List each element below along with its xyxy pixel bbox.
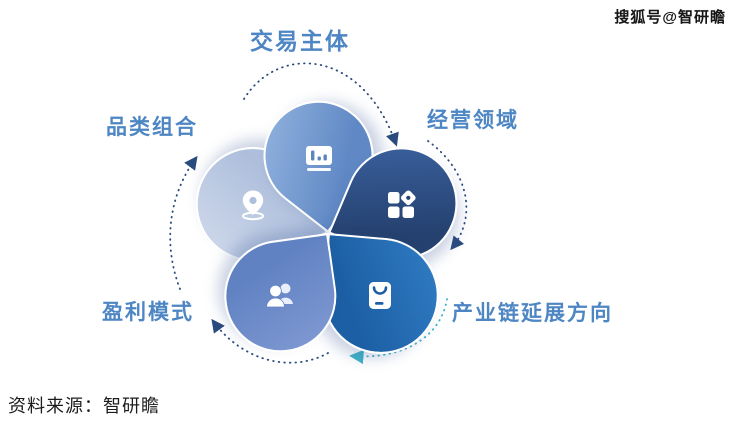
sohu-watermark: 搜狐号@智研瞻 (614, 9, 726, 26)
label-business-field: 经营领域 (427, 109, 519, 132)
users-icon (266, 283, 293, 308)
presentation-chart-icon (306, 146, 332, 171)
label-profit-model: 盈利模式 (102, 301, 194, 324)
label-category-mix: 品类组合 (106, 116, 198, 139)
category-grid-icon (388, 190, 416, 218)
label-transaction-subject: 交易主体 (250, 28, 350, 54)
shopping-bag-icon (369, 282, 391, 309)
arc-arrow-left (169, 155, 198, 290)
source-note: 资料来源：智研瞻 (8, 396, 160, 416)
location-pin-icon (242, 190, 264, 221)
label-industry-chain: 产业链延展方向 (452, 302, 613, 325)
